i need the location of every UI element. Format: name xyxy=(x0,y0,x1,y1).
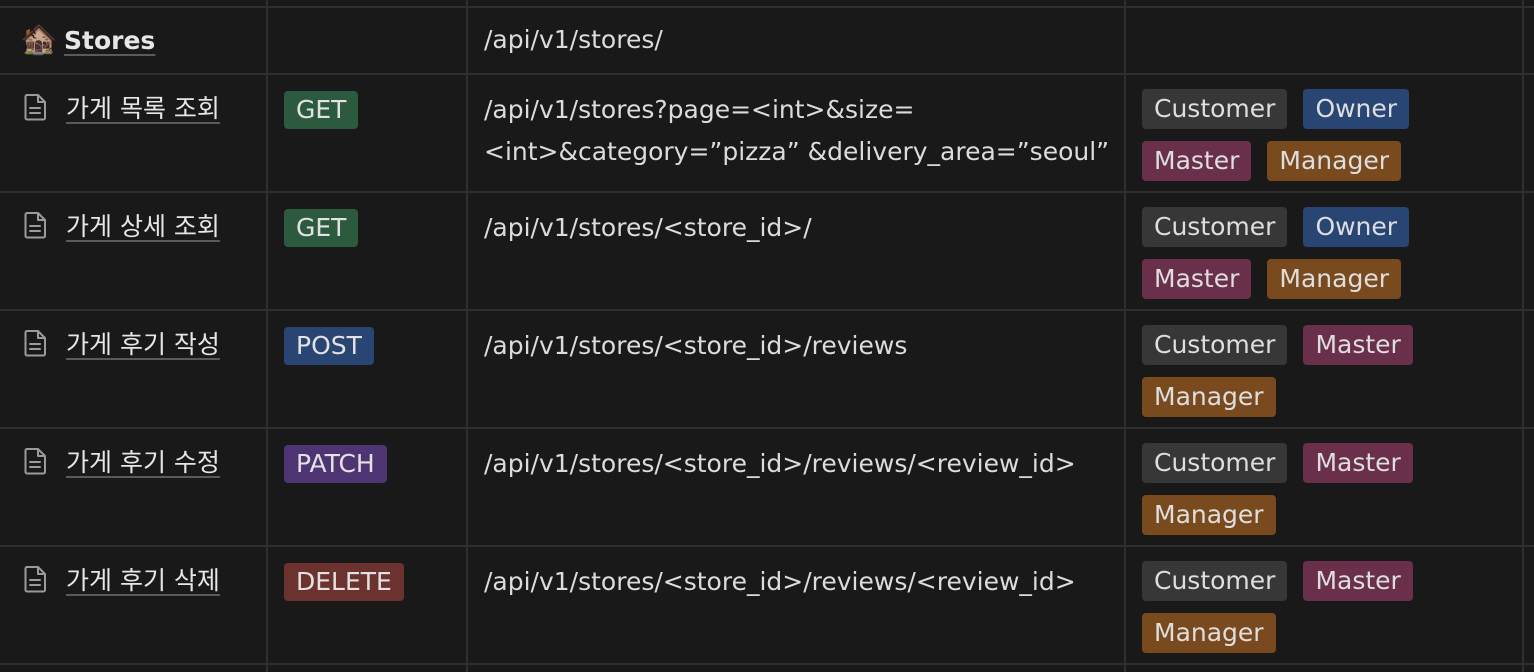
role-tag-manager: Manager xyxy=(1142,377,1276,417)
role-tag-customer: Customer xyxy=(1142,207,1288,247)
role-tag-manager: Manager xyxy=(1267,141,1401,181)
role-tag-owner: Owner xyxy=(1303,207,1410,247)
method-cell: PATCH xyxy=(268,429,466,483)
name-cell: 가게 후기 수정 xyxy=(0,429,266,478)
page-icon xyxy=(24,212,46,239)
name-link[interactable]: 가게 후기 수정 xyxy=(22,444,266,478)
name-cell: 가게 목록 조회 xyxy=(0,75,266,124)
row-divider xyxy=(0,545,1534,547)
method-cell: GET xyxy=(268,75,466,129)
role-tag-master: Master xyxy=(1303,443,1413,483)
endpoint-path: /api/v1/stores/<store_id>/reviews xyxy=(484,331,908,360)
column-divider xyxy=(1124,0,1126,672)
page-icon xyxy=(24,94,46,121)
role-tag-customer: Customer xyxy=(1142,443,1288,483)
name-link[interactable]: 가게 후기 작성 xyxy=(22,326,266,360)
role-tag-owner: Owner xyxy=(1303,89,1410,129)
row-divider xyxy=(0,427,1534,429)
role-tag-master: Master xyxy=(1303,561,1413,601)
table-row-stores: 🏚️ Stores /api/v1/stores/ xyxy=(0,8,1534,73)
method-cell: DELETE xyxy=(268,547,466,601)
column-divider xyxy=(266,0,268,672)
name-cell: 가게 상세 조회 xyxy=(0,193,266,242)
row-divider xyxy=(0,6,1534,8)
endpoint-path: /api/v1/stores/<store_id>/ xyxy=(484,213,812,242)
method-badge-patch: PATCH xyxy=(284,445,387,483)
name-link[interactable]: 가게 목록 조회 xyxy=(22,90,266,124)
endpoint-name[interactable]: 가게 상세 조회 xyxy=(66,212,220,241)
role-tag-manager: Manager xyxy=(1142,495,1276,535)
method-cell: GET xyxy=(268,193,466,247)
endpoint-name[interactable]: 가게 목록 조회 xyxy=(66,94,220,123)
method-badge-delete: DELETE xyxy=(284,563,404,601)
endpoint-path: /api/v1/stores/<store_id>/reviews/<revie… xyxy=(484,449,1076,478)
table-row: 가게 후기 수정 PATCH /api/v1/stores/<store_id>… xyxy=(0,429,1534,545)
table-row: 가게 후기 삭제 DELETE /api/v1/stores/<store_id… xyxy=(0,547,1534,663)
role-tag-master: Master xyxy=(1303,325,1413,365)
role-tag-manager: Manager xyxy=(1142,613,1276,653)
page-icon xyxy=(24,330,46,357)
column-divider xyxy=(466,0,468,672)
endpoint-name[interactable]: 가게 후기 삭제 xyxy=(66,566,220,595)
table-row: 가게 상세 조회 GET /api/v1/stores/<store_id>/ … xyxy=(0,193,1534,309)
endpoint-path: /api/v1/stores/<store_id>/reviews/<revie… xyxy=(484,567,1076,596)
endpoint-name[interactable]: 가게 후기 수정 xyxy=(66,448,220,477)
name-cell: 가게 후기 작성 xyxy=(0,311,266,360)
endpoint-path: /api/v1/stores?page=<int>&size=<int>&cat… xyxy=(484,95,1110,166)
path-cell: /api/v1/stores/<store_id>/ xyxy=(468,193,1124,249)
column-divider xyxy=(1522,0,1524,672)
name-link[interactable]: 🏚️ Stores xyxy=(20,23,266,57)
row-divider xyxy=(0,309,1534,311)
endpoint-name[interactable]: 가게 후기 작성 xyxy=(66,330,220,359)
method-cell: POST xyxy=(268,311,466,365)
page-icon xyxy=(24,566,46,593)
path-cell: /api/v1/stores?page=<int>&size=<int>&cat… xyxy=(468,75,1124,173)
role-tag-customer: Customer xyxy=(1142,561,1288,601)
role-tag-manager: Manager xyxy=(1267,259,1401,299)
role-tag-master: Master xyxy=(1142,141,1252,181)
path-cell: /api/v1/stores/<store_id>/reviews/<revie… xyxy=(468,429,1124,485)
page-icon xyxy=(24,448,46,475)
name-link[interactable]: 가게 상세 조회 xyxy=(22,208,266,242)
role-tag-master: Master xyxy=(1142,259,1252,299)
row-divider xyxy=(0,663,1534,665)
endpoint-path: /api/v1/stores/ xyxy=(484,25,663,54)
role-tag-customer: Customer xyxy=(1142,325,1288,365)
stores-title[interactable]: Stores xyxy=(64,25,156,55)
name-cell: 가게 후기 삭제 xyxy=(0,547,266,596)
row-divider xyxy=(0,73,1534,75)
method-badge-get: GET xyxy=(284,91,359,129)
method-badge-post: POST xyxy=(284,327,374,365)
path-cell: /api/v1/stores/<store_id>/reviews xyxy=(468,311,1124,367)
path-cell: /api/v1/stores/<store_id>/reviews/<revie… xyxy=(468,547,1124,603)
path-cell: /api/v1/stores/ xyxy=(468,8,1124,61)
method-badge-get: GET xyxy=(284,209,359,247)
name-link[interactable]: 가게 후기 삭제 xyxy=(22,562,266,596)
house-icon: 🏚️ xyxy=(20,22,58,57)
row-divider xyxy=(0,191,1534,193)
table-row: 가게 목록 조회 GET /api/v1/stores?page=<int>&s… xyxy=(0,75,1534,191)
role-tag-customer: Customer xyxy=(1142,89,1288,129)
name-cell: 🏚️ Stores xyxy=(0,8,266,57)
table-row: 가게 후기 작성 POST /api/v1/stores/<store_id>/… xyxy=(0,311,1534,427)
